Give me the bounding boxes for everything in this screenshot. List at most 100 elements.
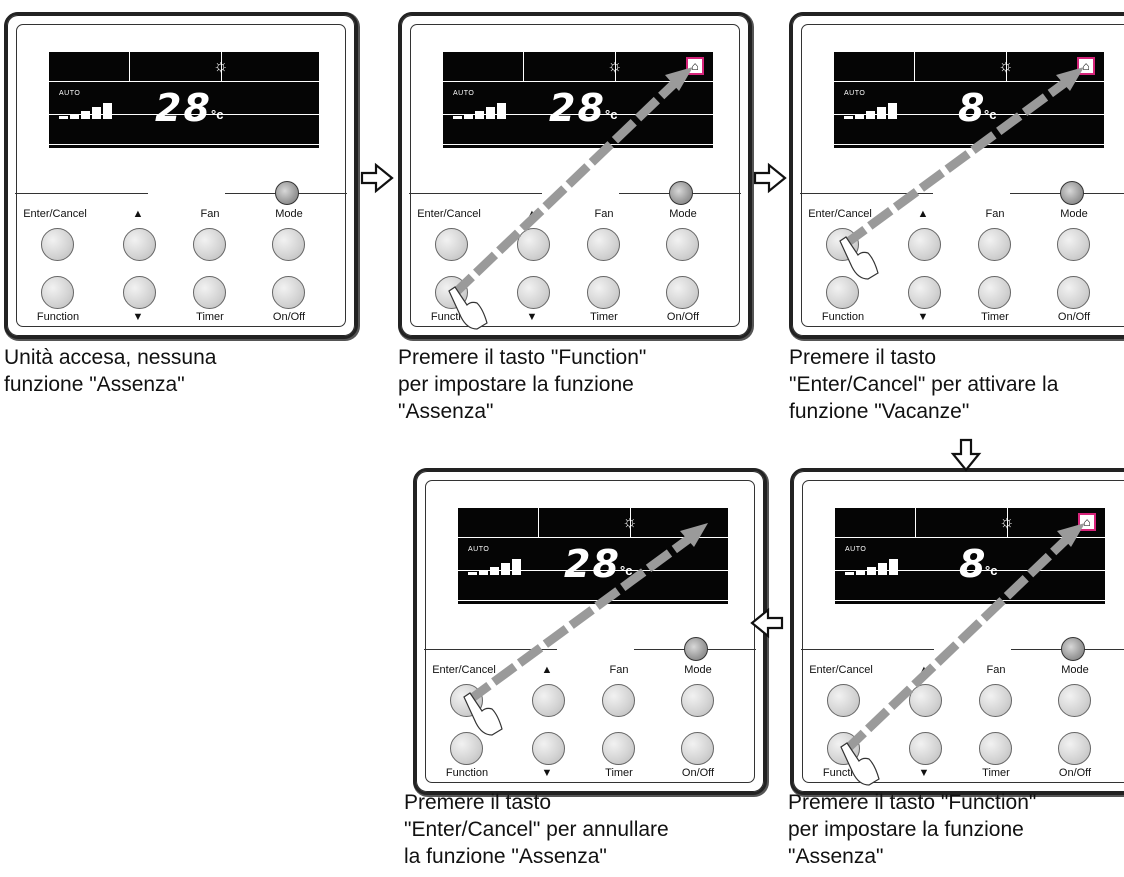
mode-button[interactable] bbox=[1057, 228, 1090, 261]
divider-left bbox=[15, 193, 148, 194]
enter-cancel-label: Enter/Cancel bbox=[432, 664, 496, 676]
divider-left bbox=[409, 193, 542, 194]
down-button[interactable] bbox=[532, 732, 565, 765]
lcd-cell-line bbox=[915, 508, 916, 537]
fan-bar bbox=[464, 114, 473, 119]
sun-icon: ☼ bbox=[999, 512, 1015, 531]
function-button[interactable] bbox=[41, 276, 74, 309]
up-button[interactable] bbox=[532, 684, 565, 717]
mode-button[interactable] bbox=[272, 228, 305, 261]
fan-bar bbox=[855, 114, 864, 119]
on-off-button[interactable] bbox=[1057, 276, 1090, 309]
fan-button[interactable] bbox=[587, 228, 620, 261]
remote-inner-frame bbox=[802, 480, 1124, 783]
caption-line: funzione "Vacanze" bbox=[789, 400, 970, 423]
fan-bar bbox=[501, 563, 510, 575]
up-button[interactable] bbox=[123, 228, 156, 261]
lcd-cell-line bbox=[221, 52, 222, 81]
mode-button[interactable] bbox=[681, 684, 714, 717]
mode-button[interactable] bbox=[1058, 684, 1091, 717]
lcd-row-line bbox=[834, 81, 1104, 82]
lcd-row-line bbox=[458, 537, 728, 538]
fan-button[interactable] bbox=[979, 684, 1012, 717]
temperature-unit: °c bbox=[211, 107, 224, 122]
down-button[interactable] bbox=[517, 276, 550, 309]
enter-cancel-button[interactable] bbox=[41, 228, 74, 261]
up-arrow-label: ▲ bbox=[918, 664, 930, 676]
caption-line: "Enter/Cancel" per attivare la bbox=[789, 373, 1059, 396]
lcd-cell-line bbox=[523, 52, 524, 81]
caption-line: Unità accesa, nessuna bbox=[4, 346, 217, 369]
timer-button[interactable] bbox=[602, 732, 635, 765]
fan-button[interactable] bbox=[978, 228, 1011, 261]
enter-cancel-button[interactable] bbox=[435, 228, 468, 261]
mode-label: Mode bbox=[1061, 664, 1089, 676]
function-button[interactable] bbox=[435, 276, 468, 309]
lcd-cell-line bbox=[538, 508, 539, 537]
flow-right-arrow-2 bbox=[753, 162, 787, 194]
fan-bar bbox=[889, 559, 898, 575]
fan-bar bbox=[878, 563, 887, 575]
function-button[interactable] bbox=[450, 732, 483, 765]
down-button[interactable] bbox=[123, 276, 156, 309]
down-arrow-label: ▼ bbox=[918, 767, 930, 779]
divider-left bbox=[800, 193, 933, 194]
function-label: Function bbox=[36, 311, 80, 323]
function-label: Function bbox=[822, 767, 866, 779]
fan-auto-label: AUTO bbox=[59, 90, 81, 97]
mode-label: Mode bbox=[669, 208, 697, 220]
timer-label: Timer bbox=[981, 311, 1009, 323]
up-button[interactable] bbox=[517, 228, 550, 261]
fan-bar bbox=[475, 111, 484, 119]
caption-line: "Enter/Cancel" per annullare bbox=[404, 818, 669, 841]
enter-cancel-button[interactable] bbox=[827, 684, 860, 717]
mode-button[interactable] bbox=[666, 228, 699, 261]
lcd-cell-line bbox=[615, 52, 616, 81]
on-off-button[interactable] bbox=[272, 276, 305, 309]
on-off-button[interactable] bbox=[681, 732, 714, 765]
up-button[interactable] bbox=[908, 228, 941, 261]
timer-button[interactable] bbox=[587, 276, 620, 309]
fan-button[interactable] bbox=[193, 228, 226, 261]
temperature-unit: °c bbox=[620, 563, 633, 578]
lcd-row-line bbox=[443, 81, 713, 82]
fan-bar bbox=[103, 103, 112, 119]
fan-button[interactable] bbox=[602, 684, 635, 717]
up-button[interactable] bbox=[909, 684, 942, 717]
enter-cancel-button[interactable] bbox=[826, 228, 859, 261]
mode-label: Mode bbox=[684, 664, 712, 676]
enter-cancel-label: Enter/Cancel bbox=[809, 664, 873, 676]
caption-line: Premere il tasto bbox=[789, 346, 937, 369]
down-button[interactable] bbox=[908, 276, 941, 309]
mode-label: Mode bbox=[275, 208, 303, 220]
timer-button[interactable] bbox=[193, 276, 226, 309]
on-off-button[interactable] bbox=[1058, 732, 1091, 765]
on-off-label: On/Off bbox=[1057, 311, 1091, 323]
fan-bar bbox=[81, 111, 90, 119]
enter-cancel-button[interactable] bbox=[450, 684, 483, 717]
timer-label: Timer bbox=[590, 311, 618, 323]
lcd-row-line bbox=[49, 114, 319, 115]
step-caption: Premere il tasto "Function"per impostare… bbox=[788, 789, 1124, 870]
lcd-row-line bbox=[49, 144, 319, 145]
fan-bar bbox=[856, 570, 865, 575]
house-icon: ⌂ bbox=[1077, 57, 1095, 75]
fan-speed-bars bbox=[468, 557, 528, 575]
timer-button[interactable] bbox=[978, 276, 1011, 309]
fan-bar bbox=[486, 107, 495, 119]
timer-button[interactable] bbox=[979, 732, 1012, 765]
lcd-cell-line bbox=[1007, 508, 1008, 537]
caption-line: Premere il tasto bbox=[404, 791, 552, 814]
down-arrow-label: ▼ bbox=[526, 311, 538, 323]
on-off-label: On/Off bbox=[1058, 767, 1092, 779]
function-button[interactable] bbox=[826, 276, 859, 309]
fan-auto-label: AUTO bbox=[468, 546, 490, 553]
function-label: Function bbox=[821, 311, 865, 323]
function-button[interactable] bbox=[827, 732, 860, 765]
down-button[interactable] bbox=[909, 732, 942, 765]
on-off-button[interactable] bbox=[666, 276, 699, 309]
